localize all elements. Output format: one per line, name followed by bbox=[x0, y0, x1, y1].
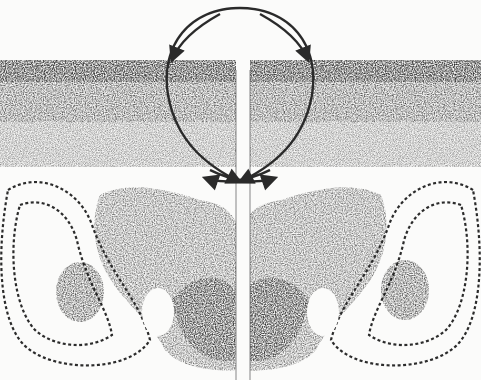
center-divider bbox=[236, 58, 250, 380]
